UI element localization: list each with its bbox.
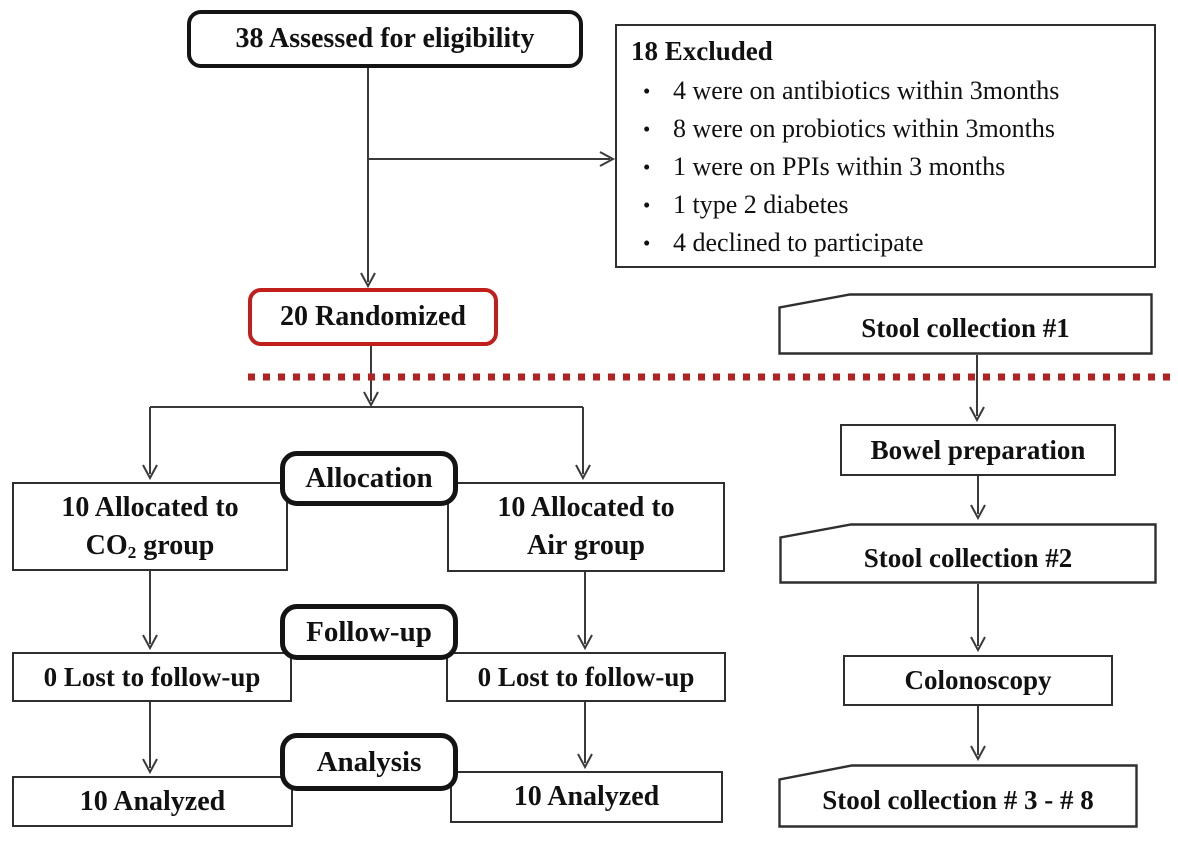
analyzed-right-box: 10 Analyzed <box>450 771 723 823</box>
co2-group-line2: CO2 group <box>85 529 215 562</box>
stool-collection-1-label: Stool collection #1 <box>861 313 1070 343</box>
arrow-split-to-co2 <box>142 407 158 481</box>
stool-collection-2-box: Stool collection #2 <box>779 523 1157 584</box>
colonoscopy-label: Colonoscopy <box>904 665 1052 695</box>
arrow-air-to-lost-right <box>577 572 593 651</box>
arrow-stool2-to-colonoscopy <box>970 584 986 653</box>
arrow-assessed-to-randomized <box>360 68 376 289</box>
analysis-stage-badge: Analysis <box>280 733 458 791</box>
excluded-title: 18 Excluded <box>631 36 773 66</box>
allocation-stage-badge: Allocation <box>280 451 458 506</box>
bullet-icon: • <box>643 117 651 141</box>
bevel-shape <box>778 293 1153 355</box>
bowel-preparation-box: Bowel preparation <box>840 424 1116 476</box>
excluded-item: • 4 were on antibiotics within 3months <box>631 72 1146 110</box>
arrow-lost-left-to-analyzed-left <box>142 702 158 775</box>
excluded-item: • 1 were on PPIs within 3 months <box>631 148 1146 186</box>
co2-group-line1: 10 Allocated to <box>61 491 239 523</box>
assessed-label: 38 Assessed for eligibility <box>235 23 535 54</box>
lost-followup-left-box: 0 Lost to follow-up <box>12 652 292 702</box>
followup-stage-badge: Follow-up <box>280 604 458 660</box>
arrow-bowel-to-stool2 <box>970 476 986 521</box>
bullet-icon: • <box>643 155 651 179</box>
analyzed-right-label: 10 Analyzed <box>513 781 660 812</box>
excluded-item: • 4 declined to participate <box>631 224 1146 262</box>
stool-collection-1-box: Stool collection #1 <box>778 293 1153 355</box>
arrow-stool1-to-bowel <box>969 355 985 423</box>
stool-collection-3-8-box: Stool collection # 3 - # 8 <box>778 764 1138 828</box>
arrow-to-excluded <box>368 151 616 167</box>
bullet-icon: • <box>643 193 651 217</box>
analyzed-left-box: 10 Analyzed <box>12 776 293 827</box>
analyzed-left-label: 10 Analyzed <box>79 785 226 817</box>
bevel-shape <box>779 523 1157 584</box>
bowel-preparation-label: Bowel preparation <box>870 434 1086 465</box>
excluded-item: • 1 type 2 diabetes <box>631 186 1146 224</box>
bullet-icon: • <box>643 79 651 103</box>
assessed-box: 38 Assessed for eligibility <box>187 10 583 68</box>
lost-followup-left-label: 0 Lost to follow-up <box>43 661 261 692</box>
arrow-split-to-air <box>575 407 591 481</box>
analysis-stage-label: Analysis <box>316 745 422 778</box>
arrow-colonoscopy-to-stool38 <box>970 706 986 762</box>
randomized-box: 20 Randomized <box>248 288 498 346</box>
lost-followup-right-label: 0 Lost to follow-up <box>477 661 695 692</box>
lost-followup-right-box: 0 Lost to follow-up <box>446 652 726 702</box>
air-group-line2: Air group <box>527 530 645 561</box>
arrow-co2-to-lost-left <box>142 571 158 651</box>
allocation-stage-label: Allocation <box>305 462 433 494</box>
stool-collection-3-8-label: Stool collection # 3 - # 8 <box>822 785 1094 815</box>
air-group-box: 10 Allocated to Air group <box>447 482 725 572</box>
air-group-line1: 10 Allocated to <box>497 492 675 523</box>
excluded-box: 18 Excluded • 4 were on antibiotics with… <box>615 24 1156 268</box>
co2-group-box: 10 Allocated to CO2 group <box>12 482 288 571</box>
randomized-label: 20 Randomized <box>280 301 466 332</box>
stool-collection-2-label: Stool collection #2 <box>863 542 1073 573</box>
bullet-icon: • <box>643 231 651 255</box>
bevel-shape <box>778 764 1138 828</box>
excluded-list: • 4 were on antibiotics within 3months •… <box>631 72 1146 262</box>
excluded-item: • 8 were on probiotics within 3months <box>631 110 1146 148</box>
arrow-lost-right-to-analyzed-right <box>577 702 593 770</box>
colonoscopy-box: Colonoscopy <box>843 655 1113 706</box>
followup-stage-label: Follow-up <box>306 615 432 648</box>
